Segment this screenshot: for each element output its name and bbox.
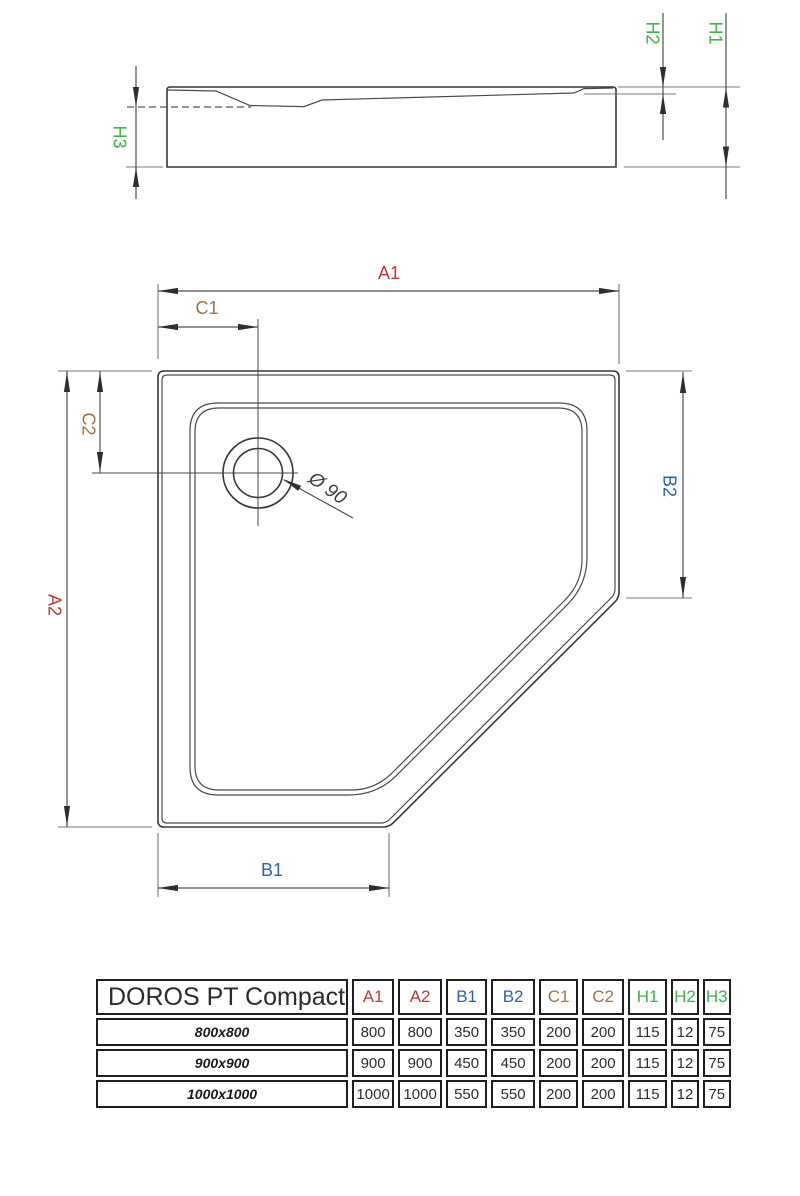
- table-cell: 800: [398, 1018, 443, 1046]
- table-cell: 900: [352, 1049, 395, 1077]
- row-size-label: 1000x1000: [96, 1080, 349, 1108]
- col-header-h2: H2: [671, 979, 699, 1015]
- table-header-row: DOROS PT Compact A1 A2 B1 B2 C1 C2 H1 H2…: [96, 979, 731, 1015]
- dim-label-b1: B1: [261, 860, 283, 880]
- table-row: 800x800 800 800 350 350 200 200 115 12 7…: [96, 1018, 731, 1046]
- a1-dimension: A1: [157, 263, 620, 364]
- row-size-label: 900x900: [96, 1049, 349, 1077]
- table-cell: 1000: [352, 1080, 395, 1108]
- tray-inner-surface: [167, 87, 614, 108]
- dim-label-b2: B2: [659, 475, 679, 497]
- table-cell: 900: [398, 1049, 443, 1077]
- col-header-h3: H3: [702, 979, 731, 1015]
- table-row: 900x900 900 900 450 450 200 200 115 12 7…: [96, 1049, 731, 1077]
- h3-dimension: H3: [109, 66, 140, 199]
- table-cell: 350: [491, 1018, 536, 1046]
- dim-label-c1: C1: [195, 298, 218, 318]
- table-cell: 75: [702, 1080, 731, 1108]
- dim-label-h2: H2: [642, 21, 662, 44]
- col-header-b1: B1: [446, 979, 488, 1015]
- drain-outer-circle: [222, 437, 294, 509]
- table-cell: 200: [582, 1080, 625, 1108]
- table-cell: 800: [352, 1018, 395, 1046]
- dim-label-h1: H1: [705, 21, 725, 44]
- drain-leader-arrow: [283, 479, 302, 491]
- table-title: DOROS PT Compact: [96, 979, 349, 1015]
- basin-inner-line: [194, 407, 583, 791]
- c1-dimension: C1: [158, 298, 258, 331]
- table-row: 1000x1000 1000 1000 550 550 200 200 115 …: [96, 1080, 731, 1108]
- table-cell: 75: [702, 1018, 731, 1046]
- col-header-c1: C1: [539, 979, 579, 1015]
- dim-label-a1: A1: [378, 263, 400, 283]
- table-cell: 115: [628, 1080, 668, 1108]
- table-cell: 1000: [398, 1080, 443, 1108]
- table-cell: 200: [582, 1049, 625, 1077]
- row-size-label: 800x800: [96, 1018, 349, 1046]
- table-cell: 200: [539, 1080, 579, 1108]
- table-cell: 450: [491, 1049, 536, 1077]
- dim-label-a2: A2: [44, 594, 64, 616]
- tray-side-outline: [166, 86, 617, 168]
- table-cell: 12: [671, 1080, 699, 1108]
- c2-dimension: C2: [58, 370, 152, 473]
- table-cell: 75: [702, 1049, 731, 1077]
- tray-plan-rim: [161, 374, 616, 824]
- h1-dimension: H1: [705, 13, 730, 199]
- plan-view: Ø 90 A1 C1 C2: [44, 263, 692, 897]
- dim-label-h3: H3: [109, 125, 129, 148]
- col-header-a1: A1: [352, 979, 395, 1015]
- table-cell: 550: [491, 1080, 536, 1108]
- table-cell: 12: [671, 1018, 699, 1046]
- table-cell: 200: [539, 1018, 579, 1046]
- b1-dimension: B1: [157, 833, 390, 897]
- tray-plan-outline: [157, 370, 620, 828]
- table-cell: 350: [446, 1018, 488, 1046]
- table-cell: 115: [628, 1049, 668, 1077]
- spec-table: DOROS PT Compact A1 A2 B1 B2 C1 C2 H1 H2…: [92, 976, 735, 1111]
- table-cell: 200: [539, 1049, 579, 1077]
- side-view: H3 H2 H1: [109, 13, 740, 199]
- h2-dimension: H2: [642, 13, 667, 140]
- col-header-b2: B2: [491, 979, 536, 1015]
- table-cell: 200: [582, 1018, 625, 1046]
- table-cell: 12: [671, 1049, 699, 1077]
- col-header-c2: C2: [582, 979, 625, 1015]
- dim-label-c2: C2: [78, 412, 98, 435]
- col-header-h1: H1: [628, 979, 668, 1015]
- drain-inner-circle: [232, 447, 284, 499]
- b2-dimension: B2: [626, 370, 692, 599]
- table-cell: 450: [446, 1049, 488, 1077]
- table-cell: 550: [446, 1080, 488, 1108]
- basin-outline: [189, 402, 588, 796]
- col-header-a2: A2: [398, 979, 443, 1015]
- a2-dimension: A2: [44, 371, 152, 828]
- table-cell: 115: [628, 1018, 668, 1046]
